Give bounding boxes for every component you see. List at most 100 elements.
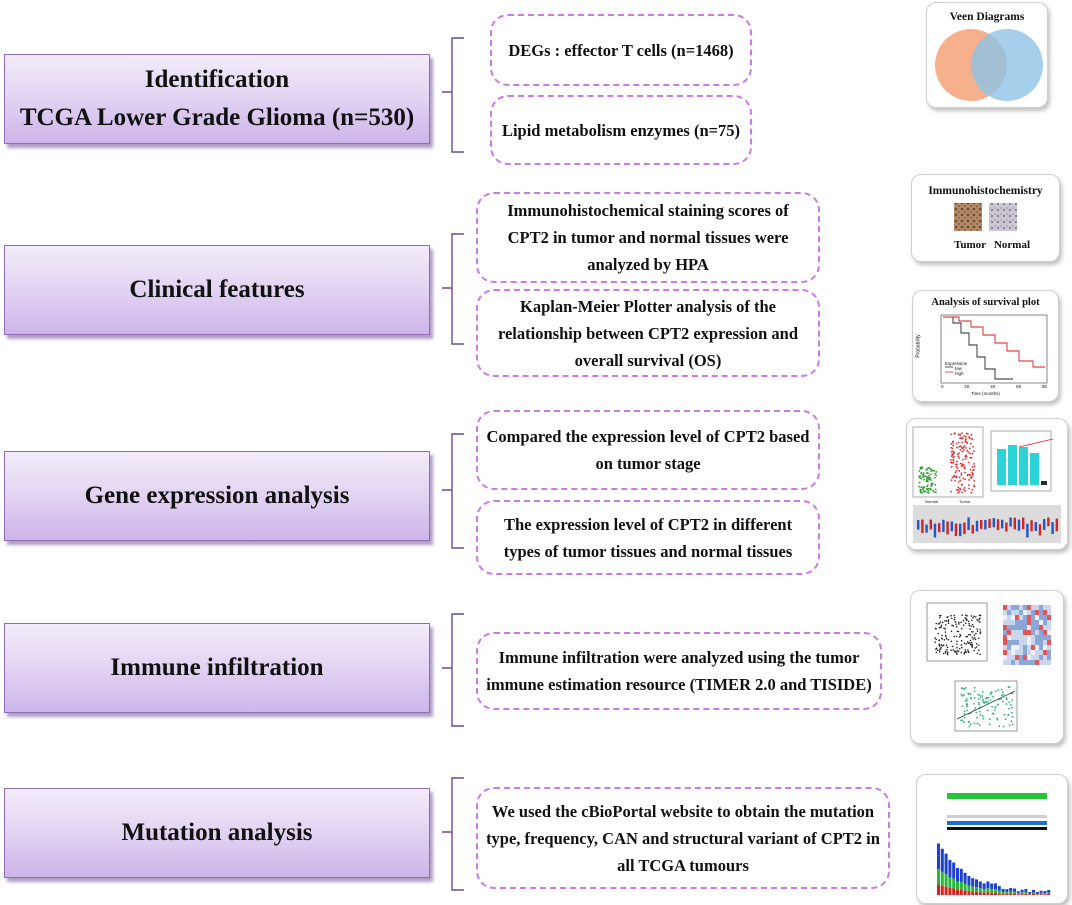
- thumbnail-mark: [1011, 711, 1013, 714]
- thumbnail-mark: [959, 881, 963, 890]
- thumbnail-mark: [1008, 724, 1011, 727]
- thumbnail-mark: [1015, 635, 1019, 640]
- expression-tumor-label: Tumor: [959, 499, 971, 504]
- thumbnail-mark: [963, 710, 966, 713]
- thumbnail-mark: [945, 644, 948, 646]
- thumbnail-mark: [964, 686, 967, 689]
- thumbnail-mark: [955, 469, 958, 472]
- thumbnail-mark: [1011, 706, 1013, 709]
- thumbnail-mark: [935, 471, 938, 473]
- thumbnail-mark: [957, 489, 960, 491]
- box-kaplan-meier-text: Kaplan-Meier Plotter analysis of the rel…: [497, 296, 799, 370]
- thumbnail-mark: [1001, 888, 1005, 892]
- thumbnail-mark: [1005, 893, 1009, 895]
- thumbnail-mark: [961, 491, 964, 494]
- thumbnail-mark: [990, 691, 993, 694]
- thumbnail-mark: [961, 695, 964, 697]
- box-kaplan-meier: Kaplan-Meier Plotter analysis of the rel…: [476, 289, 820, 377]
- thumbnail-mark: [1003, 655, 1007, 660]
- thumbnail-mark: [989, 699, 992, 702]
- thumbnail-mark: [1027, 625, 1031, 630]
- thumbnail-mark: [968, 487, 970, 490]
- stage-identification-line2: TCGA Lower Grade Glioma (n=530): [19, 104, 415, 131]
- thumbnail-mark: [1035, 620, 1039, 625]
- thumbnail-mark: [938, 649, 941, 651]
- thumbnail-mark: [955, 625, 958, 628]
- thumbnail-mark: [972, 616, 974, 619]
- thumbnail-mark: [982, 700, 984, 702]
- thumbnail-mark: [948, 859, 952, 878]
- thumbnail-mark: [952, 444, 954, 447]
- ihc-tumor-label: Tumor: [954, 239, 986, 251]
- thumbnail-mark: [936, 649, 939, 652]
- thumbnail-mark: [966, 449, 969, 452]
- thumbnail-mark: [1003, 645, 1007, 650]
- thumbnail-mark: [971, 472, 974, 474]
- panel-venn: Veen Diagrams: [926, 2, 1048, 108]
- thumbnail-mark: [1007, 625, 1011, 630]
- thumbnail-mark: [974, 616, 977, 618]
- thumbnail-mark: [1020, 889, 1024, 893]
- thumbnail-mark: [955, 442, 958, 445]
- stage-immune-infiltration-label: Immune infiltration: [110, 654, 324, 681]
- thumbnail-mark: [952, 878, 956, 889]
- thumbnail-mark: [1003, 615, 1007, 620]
- thumbnail-mark: [926, 467, 929, 470]
- thumbnail-mark: [1047, 615, 1051, 620]
- thumbnail-mark: [978, 724, 981, 727]
- venn-diagram: [935, 29, 1043, 101]
- thumbnail-mark: [1011, 640, 1015, 645]
- thumbnail-mark: [963, 712, 966, 715]
- thumbnail-mark: [968, 624, 971, 627]
- thumbnail-mark: [1038, 524, 1042, 536]
- thumbnail-mark: [976, 722, 979, 725]
- thumbnail-mark: [1027, 630, 1031, 635]
- thumbnail-mark: [950, 617, 953, 620]
- thumbnail-mark: [978, 618, 981, 620]
- thumbnail-mark: [969, 643, 972, 646]
- thumbnail-mark: [971, 475, 974, 478]
- thumbnail-mark: [960, 627, 963, 630]
- thumbnail-mark: [1039, 605, 1043, 610]
- thumbnail-mark: [961, 441, 964, 444]
- thumbnail-mark: [959, 633, 961, 636]
- thumbnail-mark: [942, 645, 944, 647]
- thumbnail-mark: [1007, 660, 1011, 665]
- thumbnail-mark: [990, 883, 994, 890]
- thumbnail-mark: [956, 643, 958, 645]
- thumbnail-mark: [979, 631, 982, 633]
- thumbnail-mark: [976, 716, 978, 719]
- thumbnail-mark: [964, 435, 967, 438]
- survival-xlabel: Time (months): [971, 391, 1000, 396]
- ihc-title: Immunohistochemistry: [928, 185, 1043, 197]
- box-ihc-scores: Immunohistochemical staining scores of C…: [476, 192, 820, 283]
- thumbnail-mark: [935, 622, 938, 625]
- thumbnail-mark: [970, 442, 972, 445]
- thumbnail-mark: [970, 456, 973, 459]
- thumbnail-mark: [930, 479, 932, 481]
- thumbnail-mark: [963, 694, 965, 696]
- thumbnail-mark: [950, 640, 953, 643]
- thumbnail-mark: [977, 701, 980, 704]
- thumbnail-mark: [996, 717, 999, 720]
- thumbnail-mark: [966, 641, 969, 643]
- thumbnail-mark: [920, 471, 923, 474]
- thumbnail-mark: [940, 871, 944, 886]
- thumbnail-mark: [1024, 891, 1028, 894]
- thumbnail-mark: [929, 468, 932, 471]
- panel-immune: [910, 590, 1064, 744]
- thumbnail-mark: [941, 621, 944, 624]
- thumbnail-mark: [979, 713, 982, 716]
- thumbnail-mark: [959, 434, 962, 436]
- thumbnail-mark: [1031, 630, 1035, 635]
- thumbnail-mark: [962, 448, 965, 451]
- thumbnail-mark: [1047, 610, 1051, 615]
- thumbnail-mark: [921, 466, 923, 468]
- thumbnail-mark: [1011, 660, 1015, 665]
- thumbnail-mark: [959, 488, 962, 491]
- thumbnail-mark: [1043, 518, 1046, 530]
- thumbnail-mark: [967, 451, 970, 454]
- thumbnail-mark: [969, 468, 972, 471]
- thumbnail-mark: [990, 892, 994, 895]
- thumbnail-mark: [1024, 893, 1028, 895]
